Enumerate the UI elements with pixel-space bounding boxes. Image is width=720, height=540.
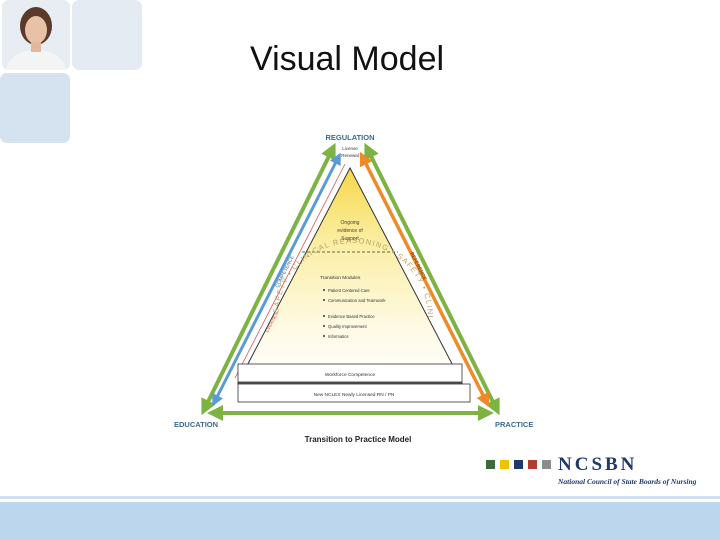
practice-label: PRACTICE bbox=[495, 420, 533, 429]
header-tile bbox=[72, 0, 142, 70]
model-caption: Transition to Practice Model bbox=[305, 435, 412, 444]
orange-arrow bbox=[359, 151, 490, 408]
workforce-box bbox=[237, 363, 463, 383]
base-label: New NCLEX Newly Licensed RN / PN bbox=[314, 392, 395, 398]
workforce-label: Workforce Competence bbox=[325, 372, 376, 378]
upper-tier-line-3: Support bbox=[341, 236, 359, 242]
modules-heading: Transition Modules bbox=[320, 275, 361, 281]
top-tier-line-2: Renewal bbox=[341, 153, 359, 158]
logo-subtitle: National Council of State Boards of Nurs… bbox=[558, 477, 697, 486]
logo-square bbox=[514, 460, 523, 469]
education-label: EDUCATION bbox=[174, 420, 218, 429]
header-tile bbox=[0, 73, 70, 143]
module-item: Informatics bbox=[328, 334, 348, 339]
footer-divider bbox=[0, 496, 720, 499]
transition-model-diagram: SAFETY • CLINICAL REASONING • SAFETY • C… bbox=[160, 128, 533, 444]
module-item: Quality Improvement bbox=[328, 324, 367, 329]
logo-square bbox=[528, 460, 537, 469]
logo-square bbox=[486, 460, 495, 469]
module-bullet bbox=[323, 289, 325, 291]
upper-tier-line-1: Ongoing bbox=[341, 220, 360, 226]
logo-square bbox=[542, 460, 551, 469]
module-item: Evidence Based Practice bbox=[328, 314, 375, 319]
base-box bbox=[237, 383, 471, 403]
module-item: Patient Centered Care bbox=[328, 288, 370, 293]
upper-tier-line-2: evidence of bbox=[337, 228, 363, 234]
red-line bbox=[234, 163, 346, 379]
footer-bar bbox=[0, 502, 720, 540]
module-bullet bbox=[323, 325, 325, 327]
module-bullet bbox=[323, 299, 325, 301]
portrait-image bbox=[2, 0, 70, 70]
module-bullet bbox=[323, 335, 325, 337]
regulation-label: REGULATION bbox=[325, 133, 374, 142]
slide-title: Visual Model bbox=[250, 40, 445, 78]
module-bullet bbox=[323, 315, 325, 317]
blue-arrow bbox=[212, 152, 341, 407]
presenter-photo bbox=[2, 0, 70, 70]
logo-square bbox=[500, 460, 509, 469]
ncsbn-logo: NCSBN National Council of State Boards o… bbox=[486, 452, 696, 488]
main-triangle bbox=[237, 166, 463, 384]
top-tier-line-1: License bbox=[342, 146, 358, 151]
module-item: Communication and Teamwork bbox=[328, 298, 386, 303]
logo-name: NCSBN bbox=[558, 454, 638, 475]
